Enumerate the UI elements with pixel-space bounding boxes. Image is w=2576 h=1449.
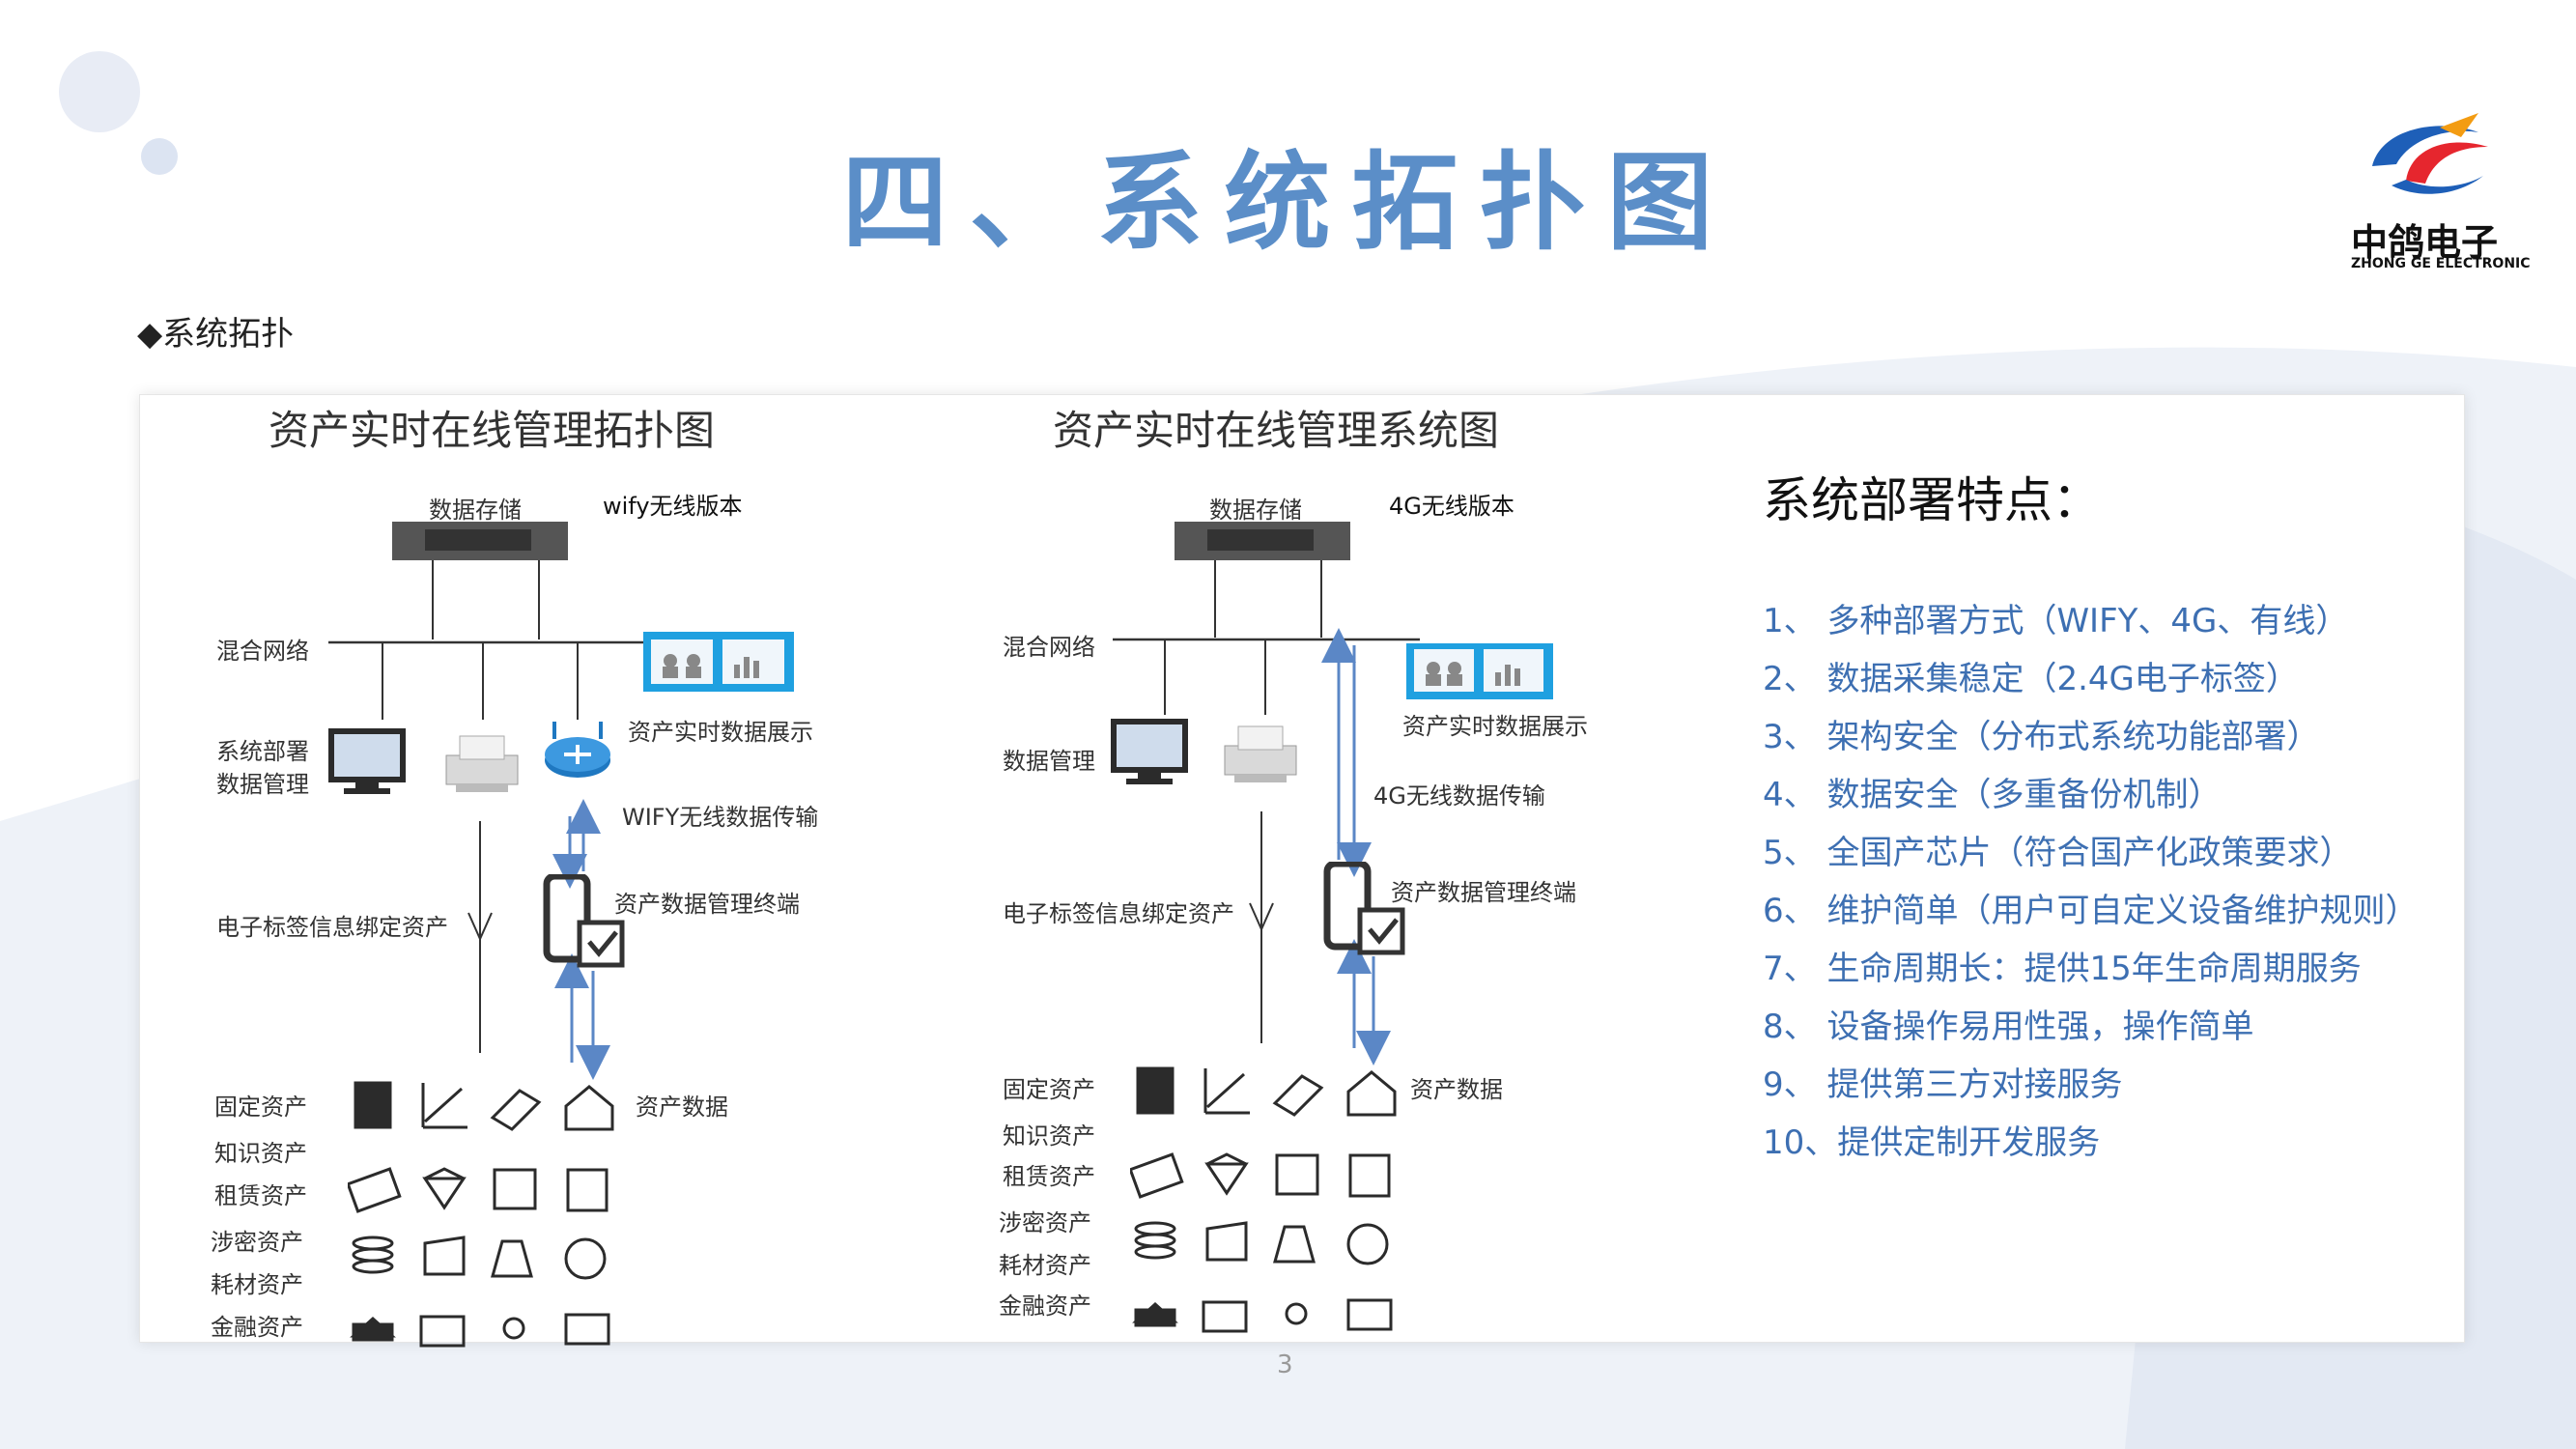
- left-terminal-label: 资产数据管理终端: [614, 891, 800, 918]
- left-deploy-label: 系统部署: [216, 738, 309, 765]
- feature-item: 7、 生命周期长：提供15年生命周期服务: [1763, 950, 2362, 988]
- brand-name-en: ZHONG GE ELECTRONIC: [2351, 256, 2531, 271]
- feature-item: 3、 架构安全（分布式系统功能部署）: [1763, 718, 2320, 756]
- right-asset-data-label: 资产数据: [1410, 1076, 1503, 1103]
- features-title: 系统部署特点：: [1763, 472, 2101, 528]
- left-binding-label: 电子标签信息绑定资产: [216, 914, 448, 941]
- left-asset-type: 固定资产: [214, 1094, 307, 1121]
- feature-item: 10、提供定制开发服务: [1763, 1123, 2101, 1162]
- right-network-label: 混合网络: [1003, 634, 1095, 661]
- left-asset-data-label: 资产数据: [636, 1094, 728, 1121]
- left-network-label: 混合网络: [216, 638, 309, 665]
- section-label: ◆系统拓扑: [137, 315, 295, 354]
- brand-logo: [2353, 108, 2498, 205]
- right-binding-label: 电子标签信息绑定资产: [1003, 900, 1234, 927]
- feature-item: 2、 数据采集稳定（2.4G电子标签）: [1763, 660, 2299, 698]
- right-asset-type: 涉密资产: [999, 1209, 1091, 1236]
- brand-name-cn: 中鸽电子: [2351, 221, 2499, 264]
- dashboard-display-icon: [1406, 643, 1553, 699]
- left-asset-type: 知识资产: [214, 1140, 307, 1167]
- feature-item: 1、 多种部署方式（WIFY、4G、有线）: [1763, 602, 2349, 640]
- right-asset-type: 金融资产: [999, 1293, 1091, 1320]
- right-asset-icon-grid: [1128, 1063, 1410, 1333]
- left-asset-type: 租赁资产: [214, 1182, 307, 1209]
- router-icon: [545, 722, 610, 778]
- right-diagram-title: 资产实时在线管理系统图: [1053, 407, 1500, 454]
- handheld-terminal-icon: [1323, 862, 1405, 955]
- left-asset-type: 耗材资产: [211, 1271, 303, 1298]
- right-version-label: 4G无线版本: [1389, 493, 1514, 520]
- right-asset-type: 知识资产: [1003, 1122, 1095, 1150]
- monitor-icon: [328, 728, 406, 794]
- left-version-label: wify无线版本: [603, 493, 743, 520]
- left-asset-type: 金融资产: [211, 1314, 303, 1341]
- right-management-label: 数据管理: [1003, 748, 1095, 775]
- page-number: 3: [1277, 1350, 1293, 1379]
- left-storage-label: 数据存储: [429, 497, 522, 524]
- left-data-management-label: 数据管理: [216, 771, 309, 798]
- building-icon: [354, 1081, 392, 1129]
- dashboard-display-icon: [643, 632, 794, 692]
- printer-icon: [1224, 725, 1297, 782]
- printer-icon: [445, 735, 519, 792]
- monitor-icon: [1111, 719, 1188, 784]
- feature-item: 5、 全国产芯片（符合国产化政策要求）: [1763, 834, 2353, 872]
- left-transfer-label: WIFY无线数据传输: [622, 804, 819, 831]
- asset-icons: [1128, 1066, 1397, 1333]
- left-display-label: 资产实时数据展示: [628, 719, 813, 746]
- left-diagram-title: 资产实时在线管理拓扑图: [269, 407, 716, 454]
- right-topology-lines: [1113, 522, 1420, 1065]
- right-terminal-label: 资产数据管理终端: [1391, 879, 1576, 906]
- bird-logo-icon: [2372, 113, 2488, 194]
- right-asset-type: 租赁资产: [1003, 1163, 1095, 1190]
- left-topology-lines: [328, 522, 666, 1080]
- right-display-label: 资产实时数据展示: [1402, 713, 1588, 740]
- feature-item: 8、 设备操作易用性强，操作简单: [1763, 1008, 2254, 1046]
- handheld-terminal-icon: [543, 874, 625, 968]
- feature-item: 4、 数据安全（多重备份机制）: [1763, 776, 2222, 814]
- left-asset-type: 涉密资产: [211, 1229, 303, 1256]
- slide-title: 四、系统拓扑图: [841, 141, 1735, 265]
- feature-item: 6、 维护简单（用户可自定义设备维护规则）: [1763, 892, 2419, 930]
- asset-icons: [346, 1081, 614, 1348]
- right-asset-type: 固定资产: [1003, 1076, 1095, 1103]
- right-asset-type: 耗材资产: [999, 1252, 1091, 1279]
- right-transfer-label: 4G无线数据传输: [1373, 782, 1545, 810]
- left-asset-icon-grid: [346, 1077, 628, 1348]
- right-storage-label: 数据存储: [1209, 497, 1302, 524]
- feature-item: 9、 提供第三方对接服务: [1763, 1065, 2123, 1104]
